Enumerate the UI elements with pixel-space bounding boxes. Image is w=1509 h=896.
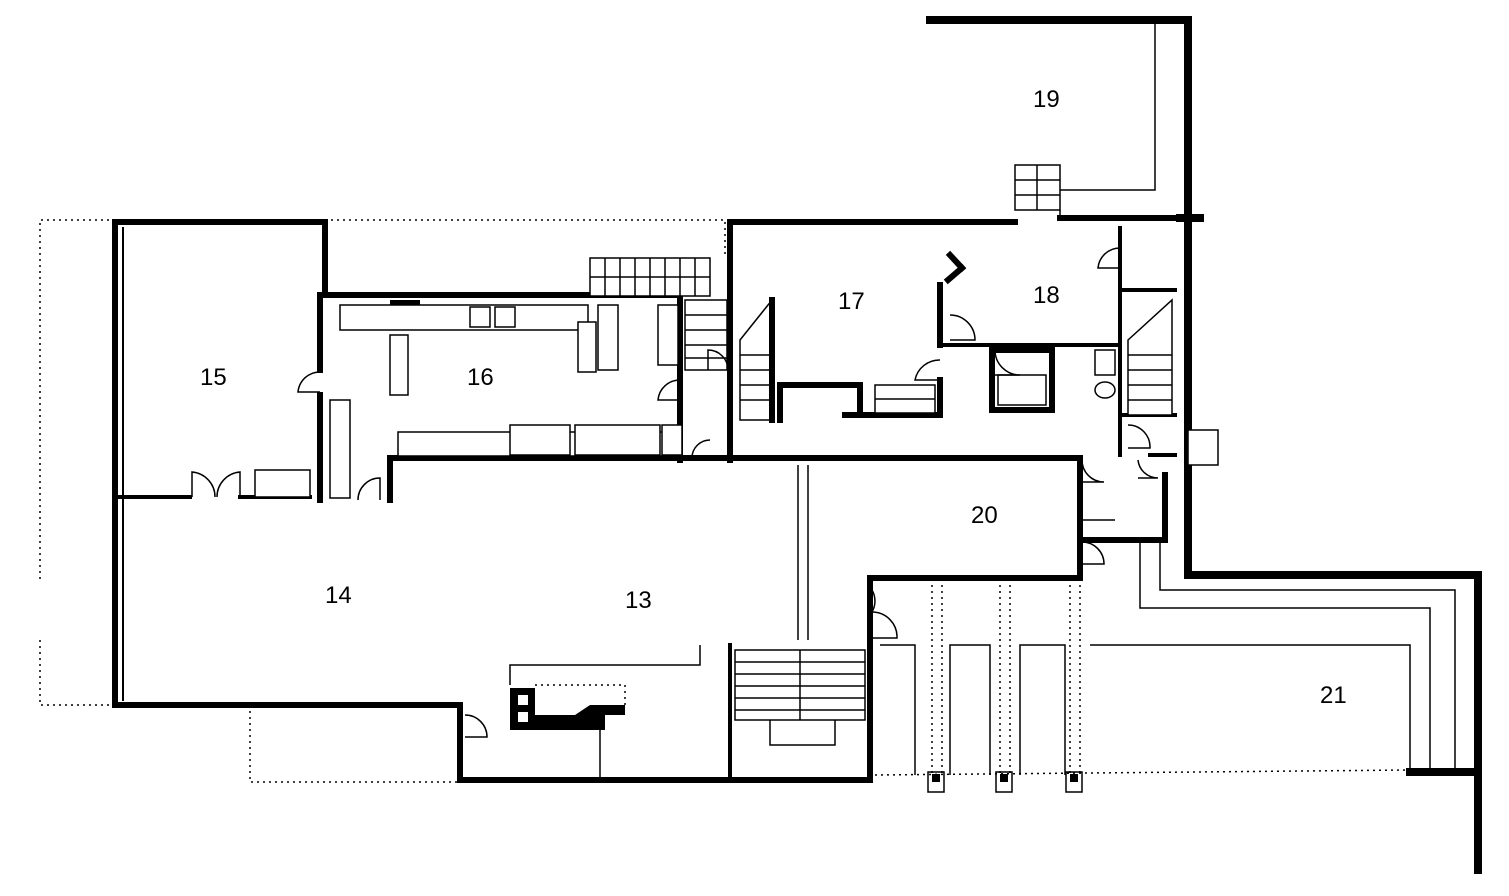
doors xyxy=(191,247,1159,738)
room-label-20: 20 xyxy=(971,502,998,529)
bath-fixtures xyxy=(937,250,1116,413)
terrace-outline xyxy=(39,219,1411,783)
exterior-walls xyxy=(112,16,1482,874)
stairs-south xyxy=(509,643,866,782)
kitchen-fixtures xyxy=(254,300,683,499)
garage-columns xyxy=(880,585,1083,793)
room-label-18: 18 xyxy=(1033,282,1060,309)
fireplace xyxy=(510,684,626,778)
stairs-north xyxy=(589,257,728,371)
stairs-east xyxy=(1127,298,1173,416)
room-label-14: 14 xyxy=(325,582,352,609)
room-labels: 13 14 15 16 17 18 19 20 21 xyxy=(200,86,1347,709)
room-label-17: 17 xyxy=(838,288,865,315)
room-label-15: 15 xyxy=(200,364,227,391)
room-label-21: 21 xyxy=(1320,682,1347,709)
stairs-17 xyxy=(739,297,943,423)
room-label-16: 16 xyxy=(467,364,494,391)
room-label-19: 19 xyxy=(1033,86,1060,113)
partition-13-20 xyxy=(797,465,809,640)
room-label-13: 13 xyxy=(625,587,652,614)
